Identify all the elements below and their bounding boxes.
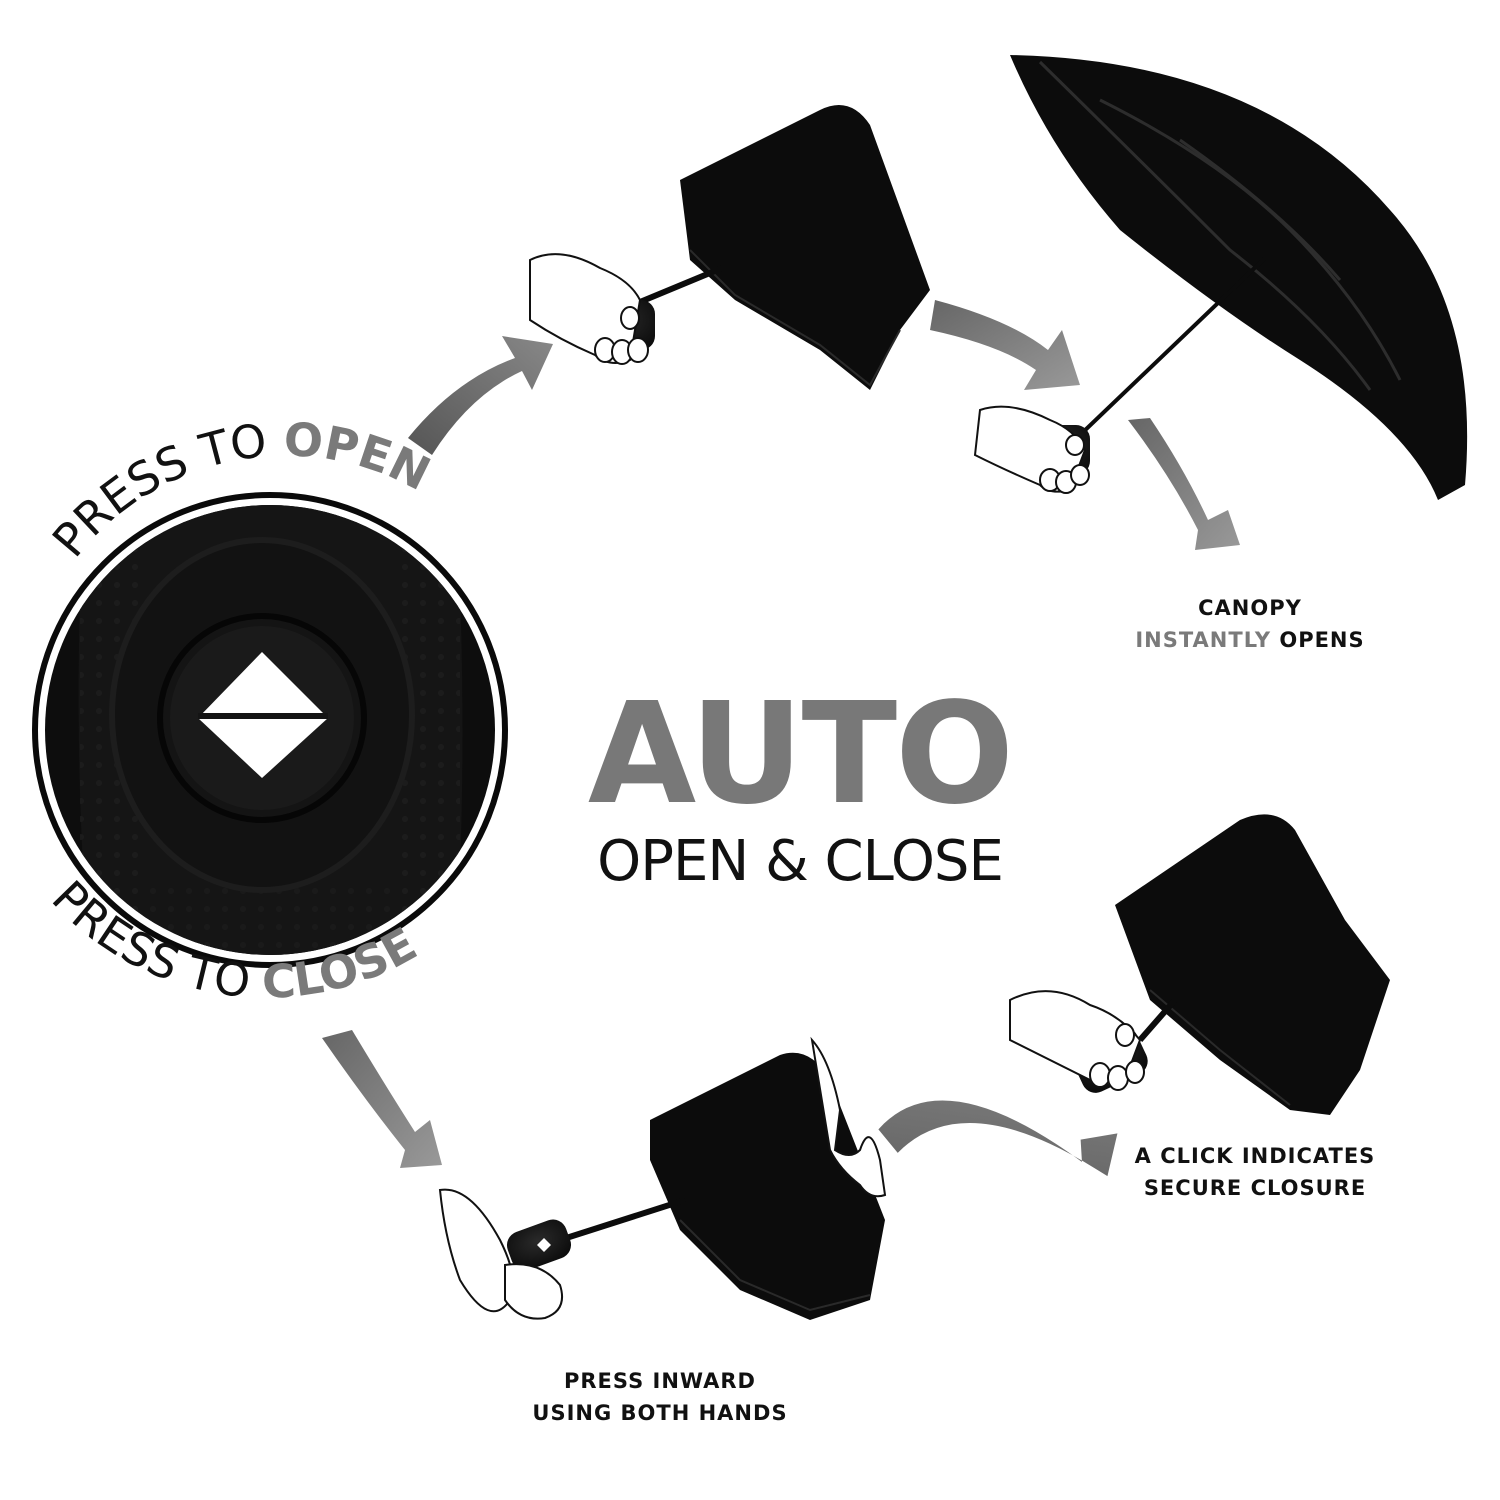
arrow-to-open-canopy [930,300,1080,390]
arrow-to-closure [878,1100,1118,1177]
caption-click-line1: A CLICK INDICATES [1134,1144,1376,1168]
umbrella-closed-step4 [1009,814,1390,1115]
arrow-to-press-open [408,336,553,455]
arrow-to-press-close [322,1030,442,1168]
umbrella-closing-step3 [438,1036,887,1320]
umbrella-open-step2 [973,55,1468,500]
caption-secure-closure: A CLICK INDICATES SECURE CLOSURE [1110,1140,1400,1204]
headline: AUTO OPEN & CLOSE [560,680,1040,894]
handle-closeup-badge [32,492,508,968]
umbrella-folded-step1 [529,105,930,390]
caption-press-line2: USING BOTH HANDS [532,1401,788,1425]
caption-canopy-opens: CANOPY INSTANTLY OPENS [1090,592,1410,656]
caption-canopy-emphasis: INSTANTLY [1135,628,1272,652]
caption-canopy-line2: INSTANTLY OPENS [1090,624,1410,656]
caption-canopy-line1: CANOPY [1198,596,1302,620]
caption-canopy-rest: OPENS [1271,628,1365,652]
caption-click-line2: SECURE CLOSURE [1143,1176,1367,1200]
headline-subtitle: OPEN & CLOSE [597,829,1004,894]
caption-press-line1: PRESS INWARD [564,1369,756,1393]
arrow-to-canopy-caption [1128,418,1240,550]
headline-auto: AUTO [587,673,1014,836]
caption-press-inward: PRESS INWARD USING BOTH HANDS [505,1365,815,1429]
